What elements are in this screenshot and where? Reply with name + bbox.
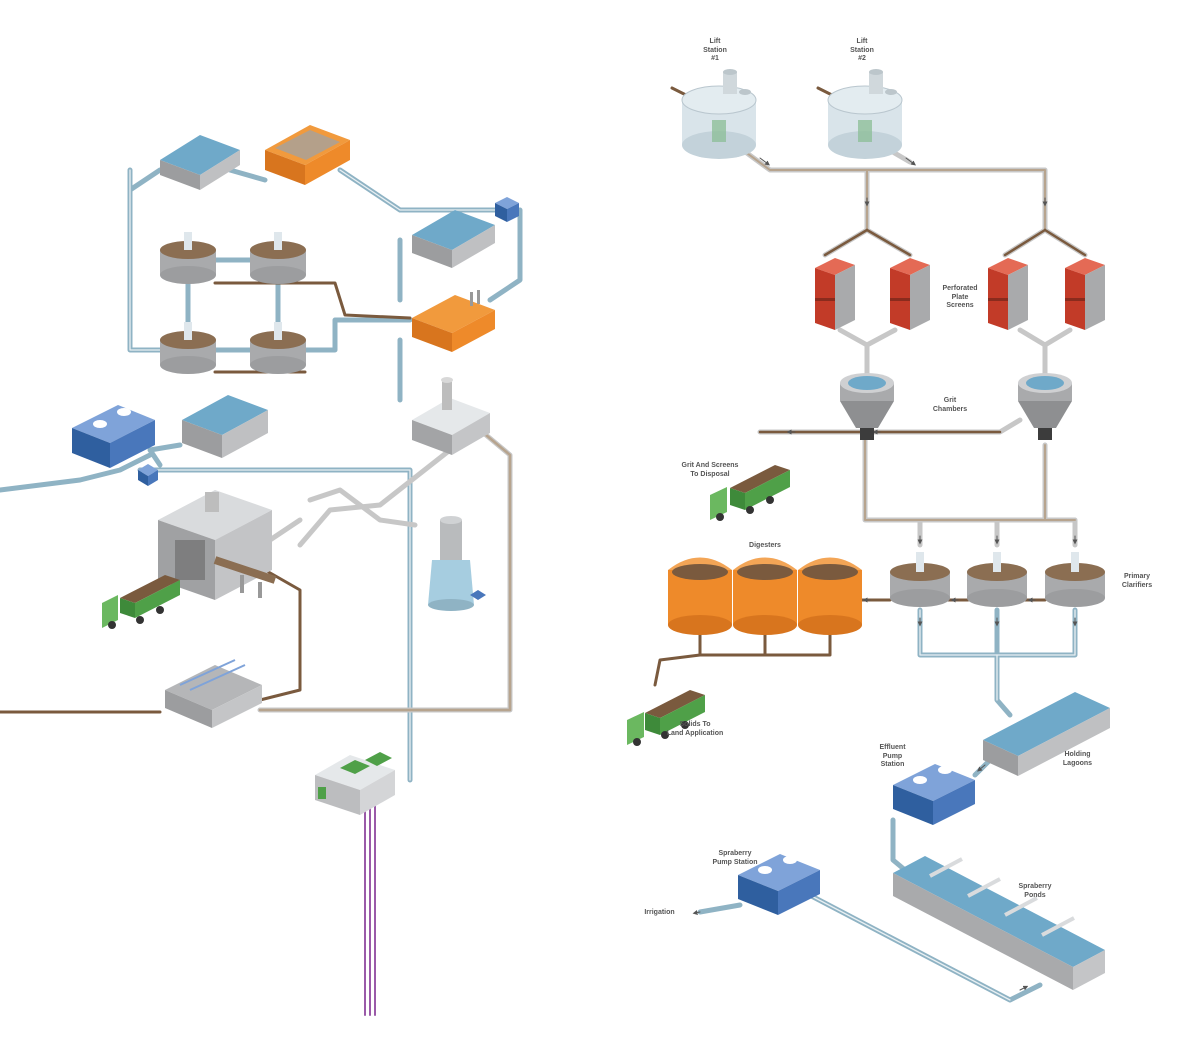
- label-holding-lagoons: Holding Lagoons: [1062, 751, 1093, 767]
- truck-solids: [627, 690, 705, 746]
- orange-basin-top: [265, 125, 350, 185]
- clarifier: [160, 232, 216, 284]
- label-spraberry-pump-station: Spraberry Pump Station: [712, 850, 758, 866]
- grit-chamber-1: [840, 373, 894, 440]
- screen-unit: [815, 258, 855, 330]
- control-building: [315, 752, 395, 815]
- clarifier: [1045, 552, 1105, 607]
- effluent-pump-station: [893, 764, 975, 825]
- aeration-basin: [160, 135, 240, 190]
- clarifier-group: [160, 232, 306, 374]
- label-lift-station-2: Lift Station #2: [850, 38, 874, 62]
- label-solids-to-land: Solids To Land Application: [666, 721, 724, 737]
- label-irrigation: Irrigation: [644, 909, 675, 916]
- lift-station-1: [681, 69, 757, 159]
- perforated-plate-screens: [815, 258, 1105, 330]
- filter-tank-building: [412, 377, 490, 455]
- aeration-basin-right: [412, 210, 495, 268]
- digester: [733, 557, 797, 635]
- screen-unit: [1065, 258, 1105, 330]
- right-equipment: [627, 69, 1110, 990]
- grit-chamber-2: [1018, 373, 1072, 440]
- diffuser-basin: [182, 395, 268, 458]
- label-perforated-plate-screens: Perforated Plate Screens: [942, 285, 978, 309]
- valve-box-small: [138, 464, 158, 486]
- primary-clarifiers: [890, 552, 1105, 607]
- spraberry-pump-station: [738, 854, 820, 915]
- left-equipment: [72, 125, 519, 815]
- left-pipes: [0, 167, 523, 1016]
- digesters: [668, 557, 862, 635]
- digester: [668, 557, 732, 635]
- label-effluent-pump-station: Effluent Pump Station: [879, 744, 906, 768]
- label-lift-station-1: Lift Station #1: [703, 38, 727, 62]
- lift-station-2: [827, 69, 903, 159]
- label-grit-and-screens: Grit And Screens To Disposal: [681, 462, 739, 478]
- clarifier: [890, 552, 950, 607]
- screen-unit: [890, 258, 930, 330]
- clarifier: [967, 552, 1027, 607]
- label-spraberry-ponds: Spraberry Ponds: [1018, 883, 1052, 899]
- label-digesters: Digesters: [749, 542, 781, 549]
- spraberry-ponds: [893, 856, 1105, 990]
- clarifier: [160, 322, 216, 374]
- clarifier: [250, 322, 306, 374]
- label-primary-clarifiers: Primary Clarifiers: [1121, 573, 1153, 589]
- label-grit-chambers: Grit Chambers: [932, 397, 968, 413]
- stack-tower: [428, 516, 486, 611]
- clarifier: [250, 232, 306, 284]
- holding-lagoon: [983, 692, 1110, 776]
- pump-station-left: [72, 405, 155, 468]
- screen-unit: [988, 258, 1028, 330]
- orange-basin-lower: [412, 290, 495, 352]
- truck-left: [102, 575, 180, 629]
- digester: [798, 557, 862, 635]
- valve-box: [495, 197, 519, 222]
- truck-grit-disposal: [710, 465, 790, 521]
- screening-unit: [165, 659, 262, 728]
